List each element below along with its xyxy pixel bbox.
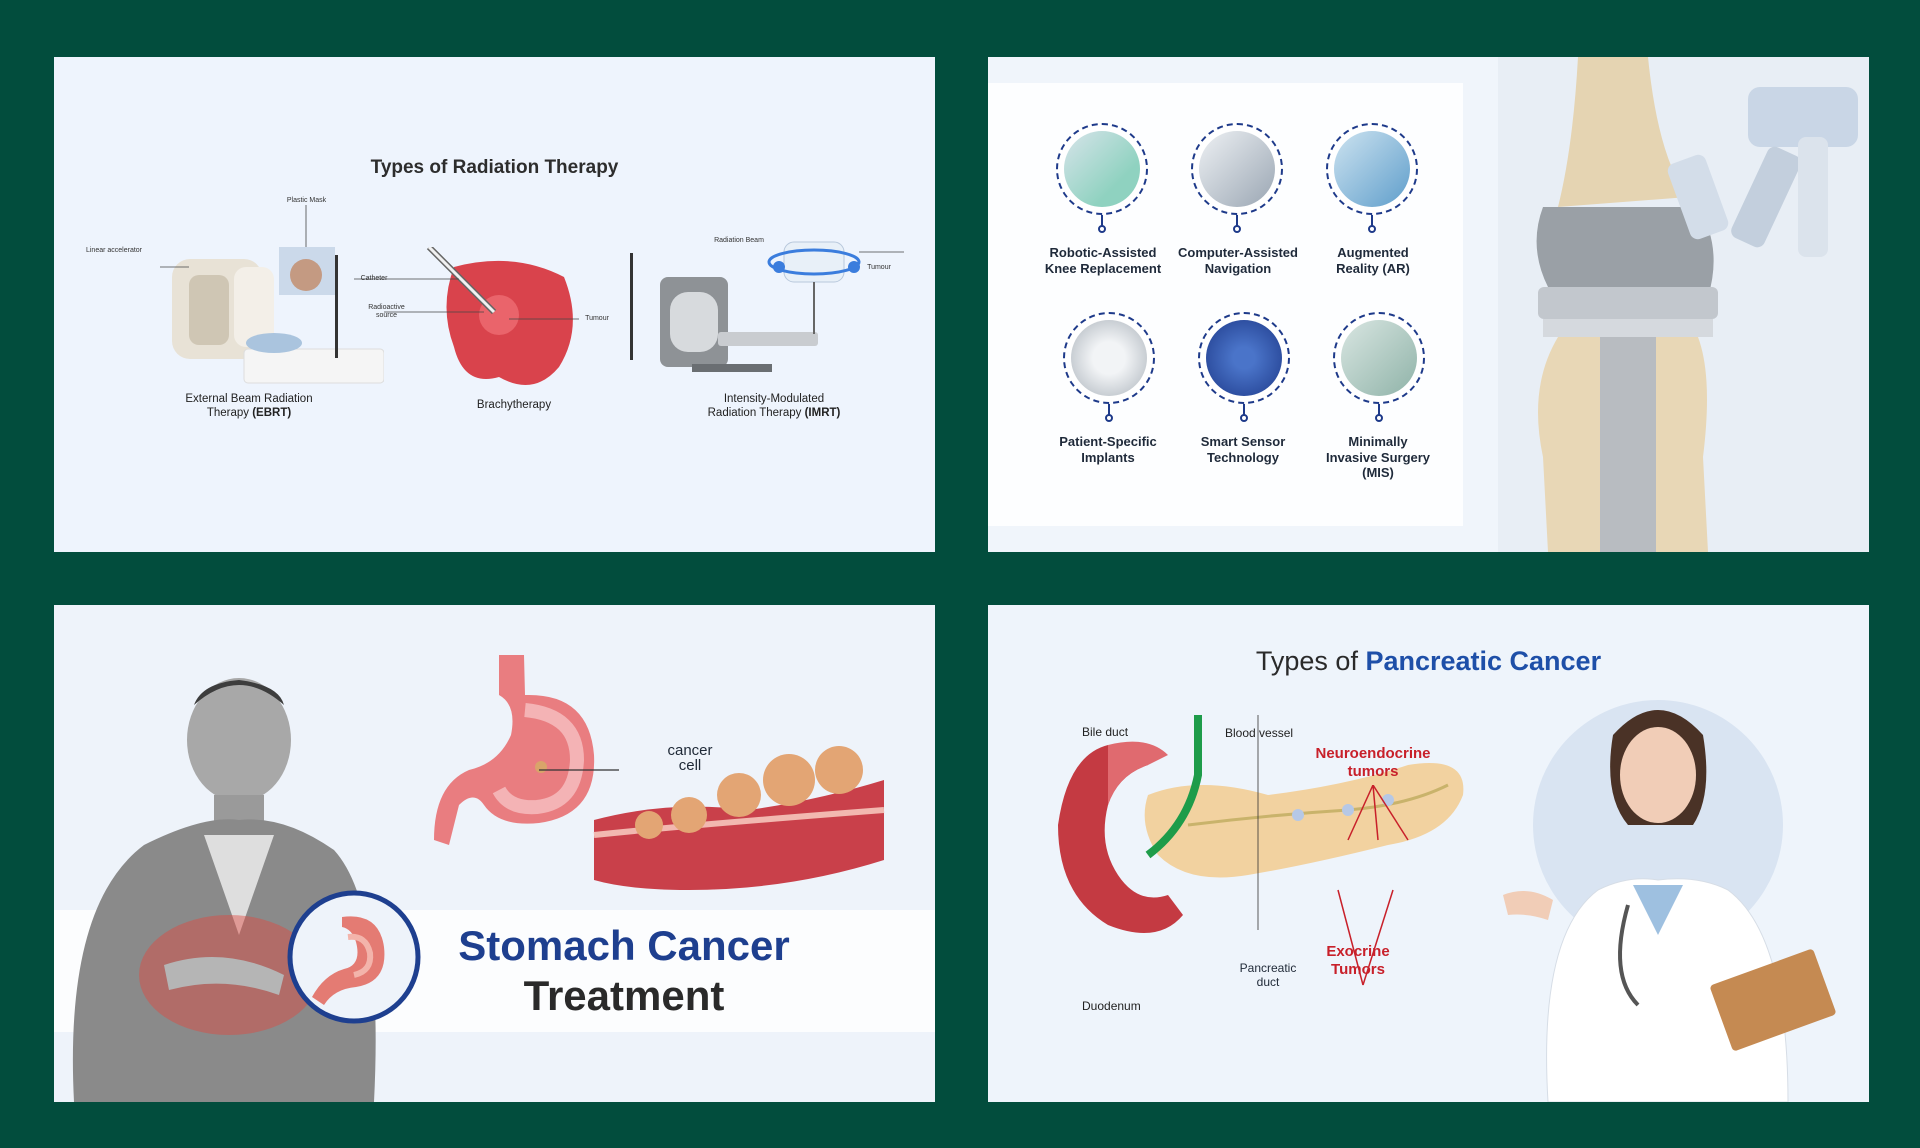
knee-replacement-card[interactable]: Robotic-Assisted Knee Replacement Comput… bbox=[988, 57, 1869, 552]
plastic-mask-label: Plastic Mask bbox=[286, 197, 327, 204]
radiation-beam-label: Radiation Beam bbox=[714, 237, 764, 244]
stem-2 bbox=[1236, 215, 1238, 227]
stem-5 bbox=[1243, 404, 1245, 416]
doctor-illustration bbox=[1503, 700, 1836, 1102]
radiation-therapy-card[interactable]: Types of Radiation Therapy Linear accele… bbox=[54, 57, 935, 552]
pancreas-illustration bbox=[1058, 715, 1464, 933]
divider-1 bbox=[335, 255, 338, 358]
divider-2 bbox=[630, 253, 633, 360]
duodenum-label: Duodenum bbox=[1082, 999, 1141, 1013]
pancreatic-duct-label: Pancreatic duct bbox=[1239, 961, 1297, 990]
feature-smart-sensor[interactable]: Smart Sensor Technology bbox=[1200, 434, 1286, 465]
catheter-label: Catheter bbox=[360, 275, 388, 282]
feature-augmented-reality[interactable]: Augmented Reality (AR) bbox=[1336, 245, 1410, 276]
feature-minimally-invasive[interactable]: Minimally Invasive Surgery (MIS) bbox=[1325, 434, 1431, 481]
stem-4 bbox=[1108, 404, 1110, 416]
stem-dot-3 bbox=[1368, 225, 1376, 233]
exocrine-tumors-label: Exocrine Tumors bbox=[1326, 943, 1390, 978]
tumor-pointer-lines bbox=[1337, 785, 1409, 986]
ebrt-caption: External Beam Radiation Therapy (EBRT) bbox=[185, 393, 313, 419]
brachy-tumour-label: Tumour bbox=[585, 315, 609, 322]
cancer-cell-pointer bbox=[539, 769, 619, 771]
pancreatic-title: Types of Pancreatic Cancer bbox=[1255, 646, 1602, 676]
stomach-title-line2: Treatment bbox=[523, 972, 725, 1019]
feature-robotic-assisted[interactable]: Robotic-Assisted Knee Replacement bbox=[1044, 245, 1162, 276]
radioactive-source-label: Radioactive source bbox=[368, 304, 405, 320]
patient-illustration bbox=[72, 678, 376, 1102]
imrt-caption: Intensity-Modulated Radiation Therapy (I… bbox=[707, 393, 841, 419]
neuroendocrine-tumors-label: Neuroendocrine tumors bbox=[1315, 745, 1431, 780]
stem-dot-6 bbox=[1375, 414, 1383, 422]
linear-accelerator-label: Linear accelerator bbox=[85, 247, 143, 254]
knee-implant-illustration bbox=[1498, 57, 1869, 552]
radiation-therapy-title: Types of Radiation Therapy bbox=[370, 157, 619, 178]
smart-sensor-icon[interactable] bbox=[1198, 312, 1290, 404]
stem-dot-4 bbox=[1105, 414, 1113, 422]
pancreatic-cancer-card[interactable]: Types of Pancreatic Cancer Bile duct Blo… bbox=[988, 605, 1869, 1102]
imrt-tumour-label: Tumour bbox=[867, 264, 891, 271]
minimally-invasive-icon[interactable] bbox=[1333, 312, 1425, 404]
blood-vessel-label: Blood vessel bbox=[1225, 726, 1294, 740]
tissue-illustration bbox=[593, 746, 885, 890]
ebrt-illustration bbox=[160, 205, 384, 384]
imrt-illustration bbox=[660, 241, 904, 372]
patient-specific-implants-icon[interactable] bbox=[1063, 312, 1155, 404]
stomach-cancer-card[interactable]: cancer cell Stomach Cancer Treatment bbox=[54, 605, 935, 1102]
brachytherapy-illustration bbox=[354, 247, 579, 385]
stem-6 bbox=[1378, 404, 1380, 416]
stem-dot-2 bbox=[1233, 225, 1241, 233]
stem-dot-1 bbox=[1098, 225, 1106, 233]
stem-1 bbox=[1101, 215, 1103, 227]
robotic-assisted-icon[interactable] bbox=[1056, 123, 1148, 215]
augmented-reality-icon[interactable] bbox=[1326, 123, 1418, 215]
feature-computer-assisted[interactable]: Computer-Assisted Navigation bbox=[1178, 245, 1298, 276]
stem-3 bbox=[1371, 215, 1373, 227]
feature-patient-specific[interactable]: Patient-Specific Implants bbox=[1059, 434, 1157, 465]
bile-duct-label: Bile duct bbox=[1082, 725, 1129, 739]
brachytherapy-caption: Brachytherapy bbox=[476, 399, 552, 411]
cancer-cell-label: cancer cell bbox=[667, 742, 713, 774]
stomach-inset-icon bbox=[287, 890, 421, 1024]
computer-assisted-icon[interactable] bbox=[1191, 123, 1283, 215]
stomach-title-line1: Stomach Cancer bbox=[458, 922, 790, 969]
stem-dot-5 bbox=[1240, 414, 1248, 422]
